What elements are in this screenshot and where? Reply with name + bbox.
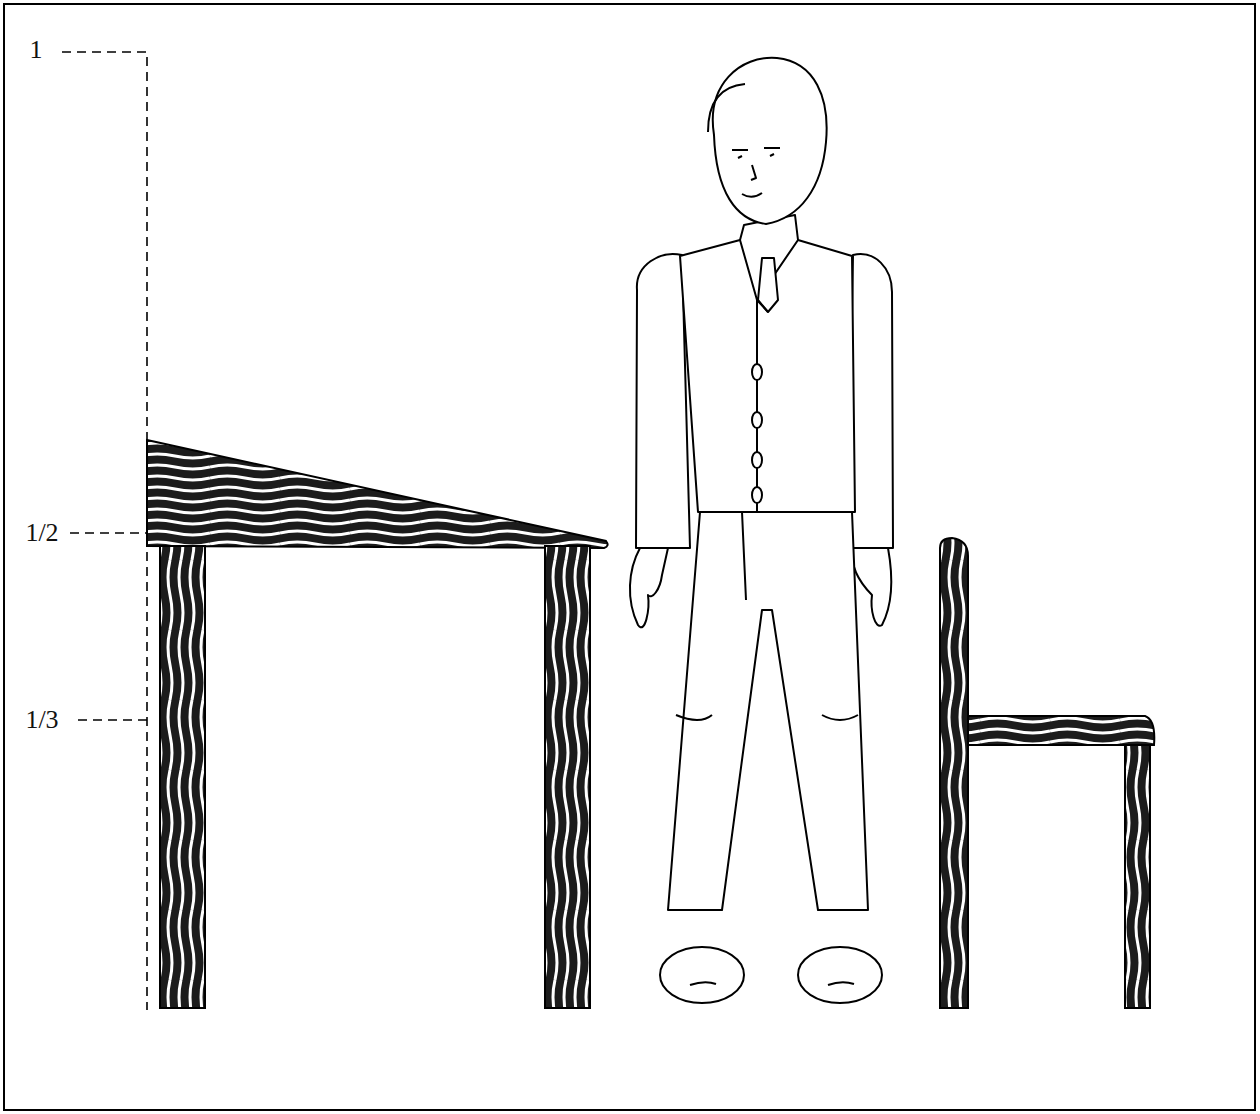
height-line [62, 52, 147, 1010]
desk-leg [545, 546, 590, 1008]
vest-opening [757, 300, 768, 512]
mouth [742, 193, 762, 197]
desk-leg [160, 546, 205, 1008]
fraction-label: 1/2 [25, 520, 58, 546]
standing-man [630, 58, 893, 1003]
chair-seat [968, 716, 1154, 745]
hair [708, 84, 745, 132]
button [752, 364, 762, 380]
trousers [668, 512, 868, 910]
third-tick [78, 719, 147, 721]
button [752, 412, 762, 428]
arm [636, 254, 690, 548]
eyes [732, 148, 780, 158]
frame-border [4, 4, 1255, 1110]
hand [630, 548, 668, 627]
half-tick [70, 532, 147, 534]
button [752, 452, 762, 468]
hand [852, 548, 892, 626]
fraction-label: 1/3 [25, 707, 58, 733]
shoe [798, 947, 882, 1003]
button [752, 487, 762, 503]
measure-lines [62, 52, 147, 1010]
head [713, 58, 827, 224]
shoe [660, 947, 744, 1003]
shoe-detail [690, 982, 854, 985]
desk-top [147, 440, 608, 548]
desk [147, 440, 608, 1008]
vest [680, 240, 855, 512]
nose [751, 165, 756, 180]
fraction-label: 1 [30, 37, 43, 63]
trouser-folds [676, 512, 858, 720]
chair-back [940, 538, 968, 1008]
chair-leg [1125, 745, 1150, 1008]
chair [940, 538, 1154, 1008]
